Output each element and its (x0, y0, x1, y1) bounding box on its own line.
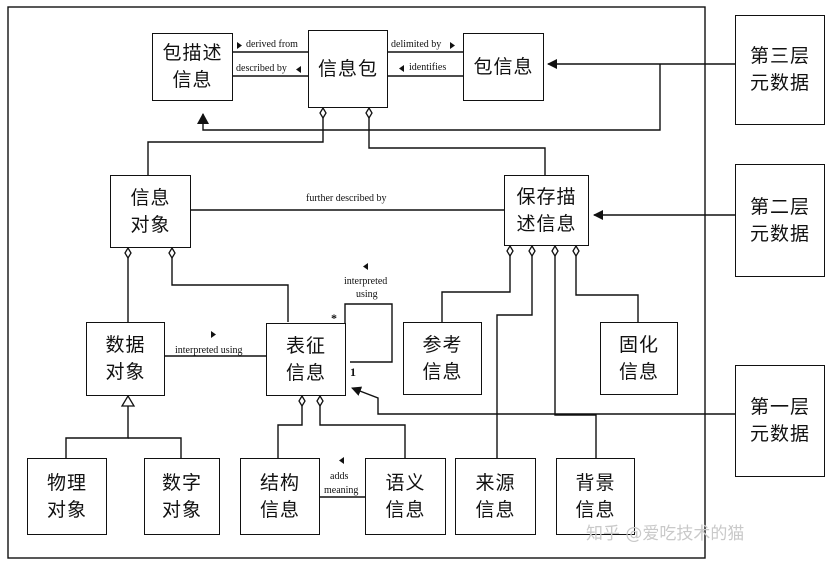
label-adds: adds (330, 471, 349, 482)
dir-triangle (296, 66, 301, 73)
label-interpreted-using: interpreted using (175, 345, 243, 356)
edge-generalization (65, 406, 129, 458)
digital-object-box: 数字 对象 (144, 458, 220, 535)
diamond (572, 244, 580, 258)
structure-info-box: 结构 信息 (240, 458, 320, 535)
context-info-box: 背景 信息 (556, 458, 635, 535)
edge-infoobj-repr (171, 258, 289, 322)
dir-triangle (399, 65, 404, 72)
label-derived-from: derived from (246, 39, 298, 50)
diamond (316, 394, 324, 408)
metadata-layer-1-box: 第一层 元数据 (735, 365, 825, 477)
reference-info-box: 参考 信息 (403, 322, 482, 395)
diamond (365, 106, 373, 120)
metadata-layer-2-box: 第二层 元数据 (735, 164, 825, 277)
watermark: 知乎 @爱吃技术的猫 (586, 524, 745, 544)
diamond (528, 244, 536, 258)
outer-frame (7, 6, 706, 559)
dir-triangle (363, 263, 368, 270)
arrow-head-pkgdesc (197, 113, 209, 124)
edge-repr-structure (277, 406, 303, 458)
diamond (319, 106, 327, 120)
diamond (124, 246, 132, 260)
diamond (551, 244, 559, 258)
representation-info-box: 表征 信息 (266, 323, 346, 396)
data-object-box: 数据 对象 (86, 322, 165, 396)
edge-preserv-context (554, 256, 597, 458)
diamond (168, 246, 176, 260)
generalization-triangle (120, 394, 136, 407)
package-info-box: 包信息 (463, 33, 544, 101)
label-using: using (356, 289, 378, 300)
semantic-info-box: 语义 信息 (365, 458, 446, 535)
physical-object-box: 物理 对象 (27, 458, 107, 535)
label-delimited-by: delimited by (391, 39, 442, 50)
multiplicity-star: * (331, 311, 337, 325)
edge-preserv-reference (441, 256, 511, 322)
diamond (298, 394, 306, 408)
preservation-description-box: 保存描 述信息 (504, 175, 589, 246)
arrow-meta1 (351, 386, 735, 415)
dir-triangle (211, 331, 216, 338)
label-further-described-by: further described by (306, 193, 387, 204)
label-interpreted: interpreted (344, 276, 388, 287)
edge-preserv-provenance (496, 256, 533, 458)
information-object-box: 信息 对象 (110, 175, 191, 248)
dir-triangle (339, 457, 344, 464)
edge-to-pkgdesc (202, 114, 661, 131)
provenance-info-box: 来源 信息 (455, 458, 536, 535)
label-described-by: described by (236, 63, 287, 74)
edge-preserv-fixity (575, 256, 639, 322)
information-package-box: 信息包 (308, 30, 388, 108)
edge-pkg-to-preserv (368, 118, 546, 175)
metadata-layer-3-box: 第三层 元数据 (735, 15, 825, 125)
label-identifies: identifies (409, 62, 447, 73)
fixity-info-box: 固化 信息 (600, 322, 678, 395)
dir-triangle (450, 42, 455, 49)
edge-pkg-to-infoobj (147, 118, 324, 175)
label-meaning: meaning (324, 485, 359, 496)
edge-repr-semantic (319, 406, 406, 458)
multiplicity-one: 1 (350, 365, 356, 379)
diamond (506, 244, 514, 258)
dir-triangle (237, 42, 242, 49)
package-description-box: 包描述 信息 (152, 33, 233, 101)
edge-self-loop (344, 303, 393, 363)
